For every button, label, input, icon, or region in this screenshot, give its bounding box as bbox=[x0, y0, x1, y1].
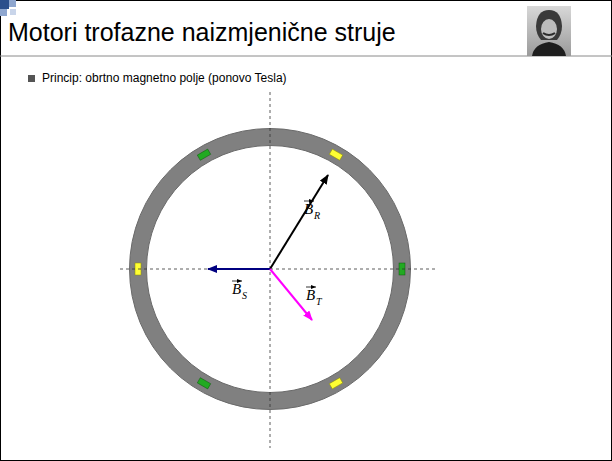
horizontal-axis bbox=[120, 269, 436, 270]
portrait-photo bbox=[527, 6, 571, 56]
vector-subscript: R bbox=[314, 210, 320, 221]
vector-symbol: B bbox=[232, 281, 241, 298]
vector-symbol: B bbox=[304, 201, 313, 218]
bullet-marker bbox=[28, 75, 35, 82]
vector-subscript: S bbox=[242, 290, 247, 301]
vector-subscript: T bbox=[316, 296, 322, 307]
vector-br bbox=[270, 175, 328, 269]
corner-decoration bbox=[0, 0, 16, 16]
bullet-text: Princip: obrtno magnetno polje (ponovo T… bbox=[42, 71, 287, 85]
title-rule bbox=[0, 56, 612, 57]
vector-bt bbox=[270, 269, 312, 320]
slide-title: Motori trofazne naizmjenične struje bbox=[8, 18, 396, 47]
vector-symbol: B bbox=[306, 287, 315, 304]
vector-bs bbox=[208, 268, 270, 270]
